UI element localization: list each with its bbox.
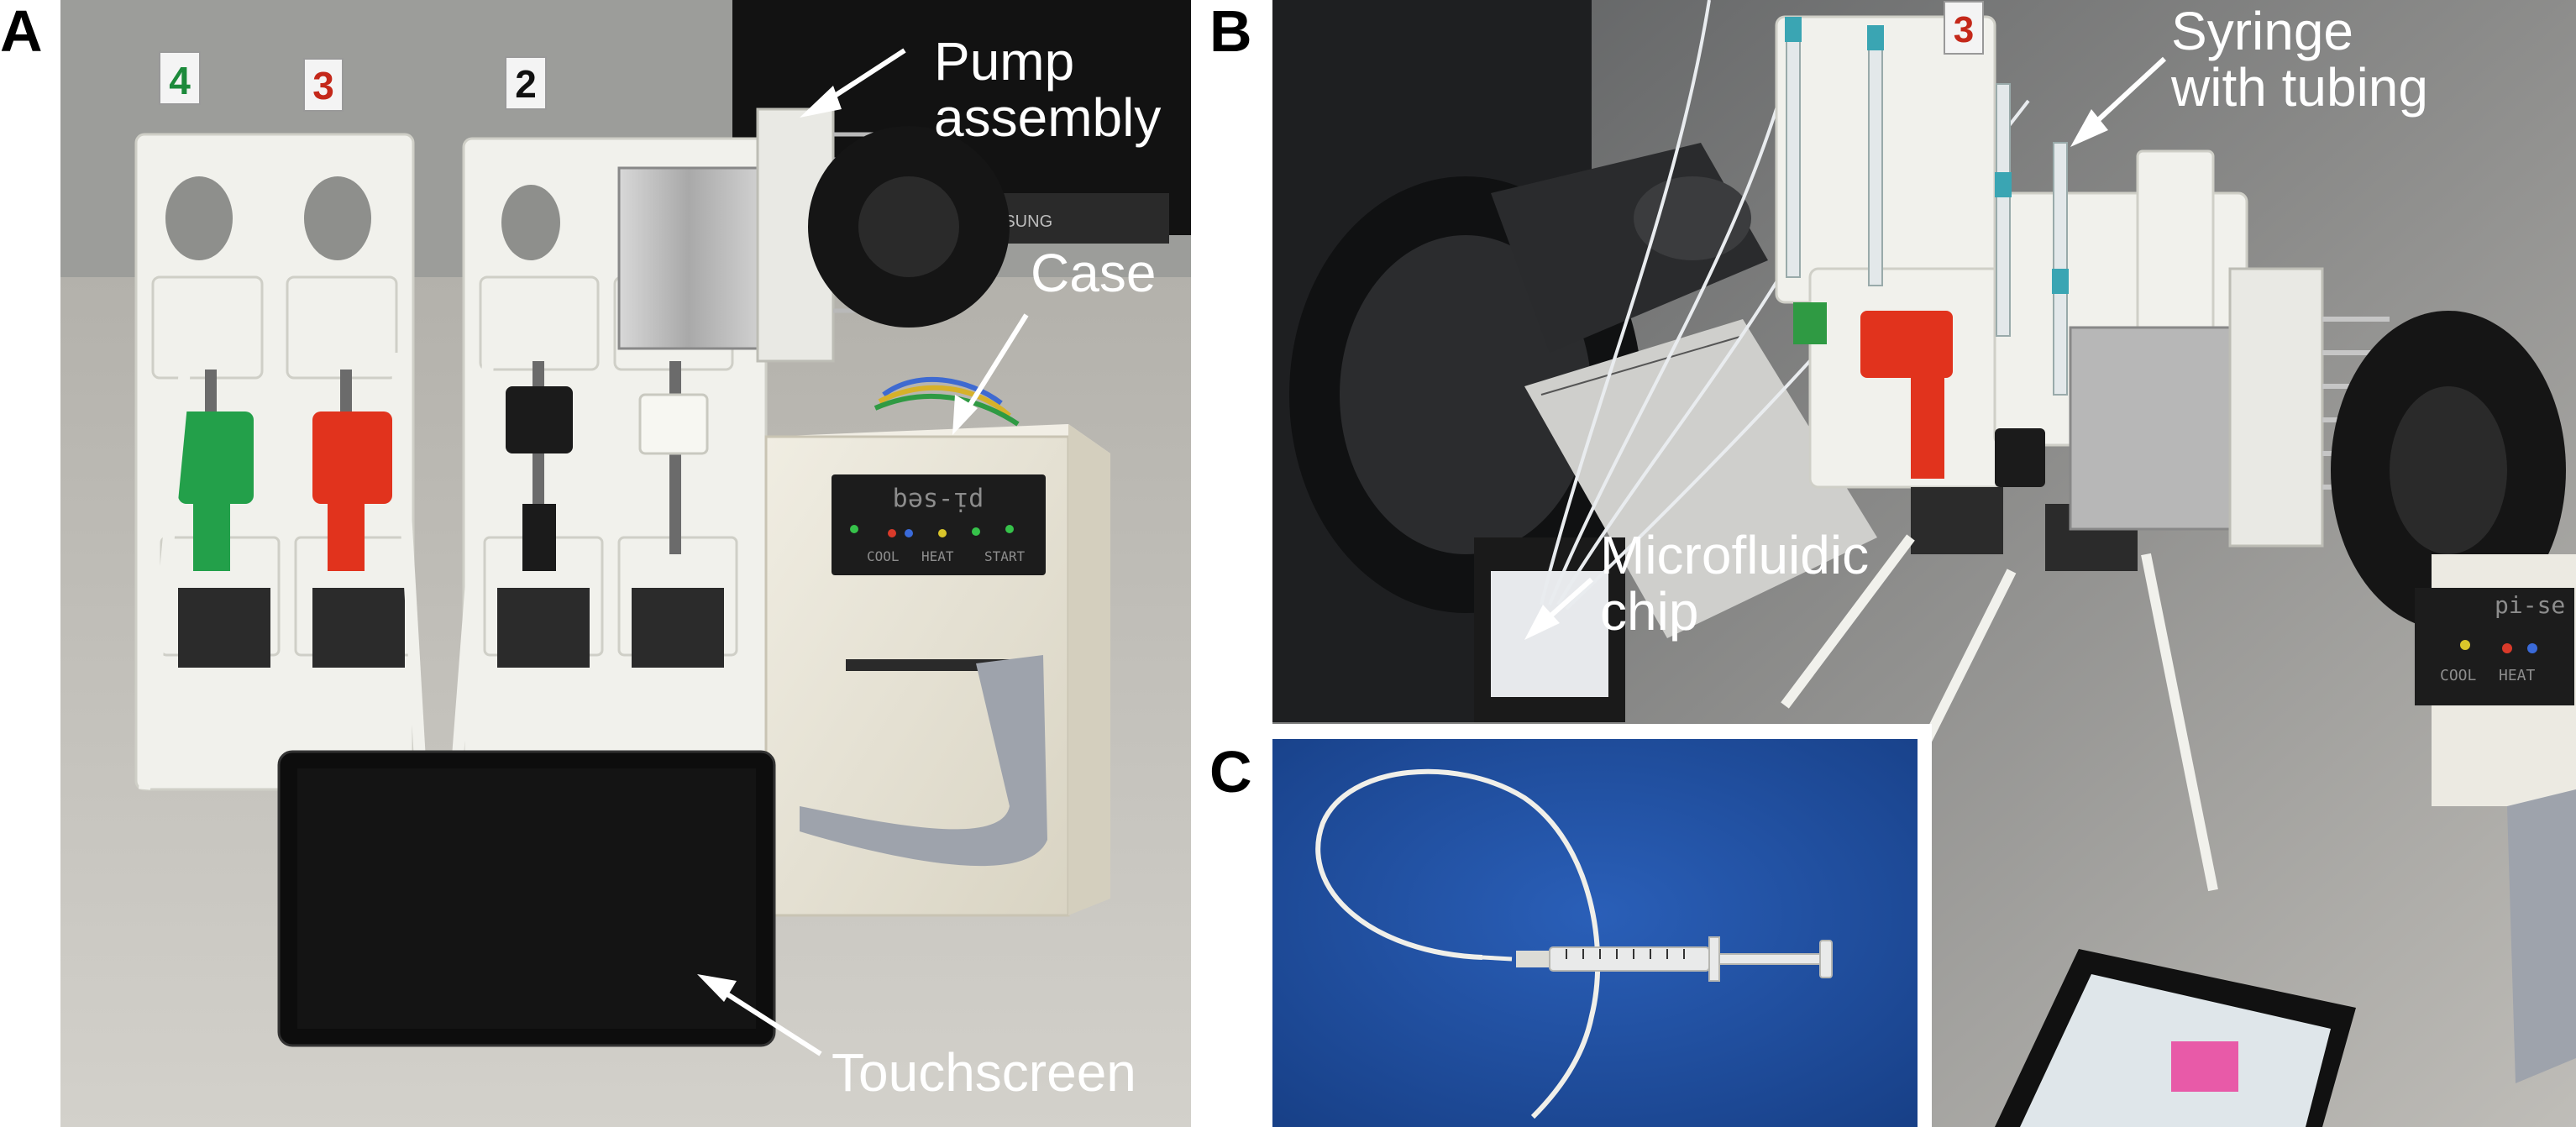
panel-b-syringe-number-3: 3 xyxy=(1954,9,1974,50)
case-button-start: START xyxy=(984,548,1026,564)
label-microfluidic-chip: Microfluidic chip xyxy=(1600,525,1870,642)
label-pump-assembly: Pump assembly xyxy=(934,31,1162,148)
panel-a-illustration: SAMSUNG xyxy=(60,0,1191,1127)
panel-a-label: A xyxy=(0,0,43,64)
panel-a-photo: SAMSUNG xyxy=(60,0,1191,1127)
panel-c-photo xyxy=(1272,739,1918,1127)
panel-b-label: B xyxy=(1209,0,1252,64)
panel-b-lid-brand: pi-se xyxy=(2495,591,2565,619)
case-button-heat: HEAT xyxy=(921,548,954,564)
panel-c-illustration xyxy=(1272,739,1918,1127)
syringe-number-2: 2 xyxy=(515,62,537,106)
case-lid-brand: pi-seq xyxy=(893,486,984,516)
label-case: Case xyxy=(1031,243,1157,303)
syringe-number-4: 4 xyxy=(169,59,191,102)
panel-b-button-heat: HEAT xyxy=(2499,667,2536,684)
label-syringe-with-tubing: Syringe with tubing xyxy=(2171,1,2428,118)
panel-b-button-cool: COOL xyxy=(2440,667,2477,684)
syringe-number-3: 3 xyxy=(312,64,334,107)
panel-c-label: C xyxy=(1209,739,1252,805)
label-touchscreen: Touchscreen xyxy=(832,1042,1136,1103)
case-button-cool: COOL xyxy=(867,548,900,564)
